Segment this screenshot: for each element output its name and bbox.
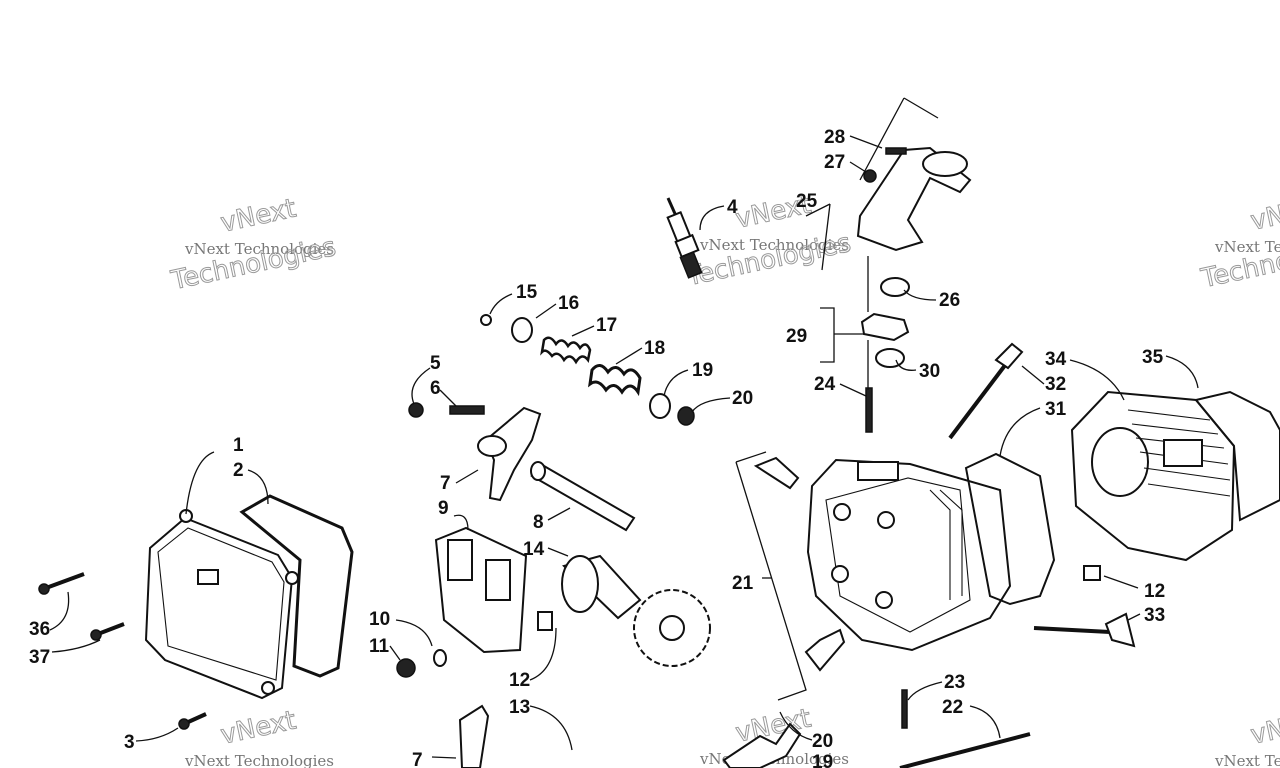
- label-35: 35: [1142, 347, 1164, 368]
- dowel-12-right-part: [1083, 565, 1101, 581]
- label-29: 29: [786, 326, 807, 347]
- label-16: 16: [558, 293, 579, 314]
- watermark-logo-text: vNext: [1248, 706, 1280, 751]
- seal-20-part: [677, 406, 695, 426]
- watermark-text: vNext Technologies: [184, 240, 334, 258]
- label-25: 25: [796, 191, 818, 212]
- nut-11-part: [396, 658, 416, 678]
- watermark-text: vNext Technologies: [184, 752, 334, 768]
- watermark-logo-text: vNext: [218, 194, 299, 239]
- camshaft-holder-9-part: [434, 526, 528, 654]
- intake-pipe-25-part: [856, 146, 972, 252]
- cover-gasket-part: [239, 494, 354, 678]
- part-labels: 1 2 3 4 5 6 7 8 9 10 11 12 12 13 14 15 1…: [29, 127, 1165, 768]
- watermark-6: vNext vNext Technologies: [1214, 705, 1280, 768]
- valve-cover-part: [144, 509, 299, 700]
- washer-10-part: [433, 649, 447, 667]
- watermark-3: vNext vNext Technologies Technologies: [1197, 191, 1280, 295]
- label-5: 5: [430, 353, 441, 374]
- nut-5-part: [408, 402, 424, 418]
- label-10: 10: [369, 609, 390, 630]
- bolt-36-part: [38, 572, 85, 595]
- label-7: 7: [440, 473, 451, 494]
- label-27: 27: [824, 152, 845, 173]
- rocker-arm-7-lower-part: [458, 704, 490, 768]
- stud-24-part: [865, 387, 873, 433]
- label-14: 14: [523, 539, 545, 560]
- bolt-37-part: [90, 622, 125, 641]
- label-36: 36: [29, 619, 50, 640]
- insulator-29-part: [860, 312, 910, 342]
- cylinder-head-21-part: [753, 456, 1012, 672]
- watermark-text: vNext Technologies: [699, 236, 849, 254]
- valve-33-part: [1033, 612, 1136, 648]
- cotter-15-part: [480, 314, 492, 326]
- adjuster-screw-6-part: [449, 405, 485, 415]
- o-ring-26-part: [880, 277, 910, 297]
- base-gasket-35-part: [1194, 390, 1280, 522]
- label-24: 24: [814, 374, 836, 395]
- label-15: 15: [516, 282, 538, 303]
- rocker-arm-7-part: [477, 406, 542, 502]
- label-19-lower: 19: [812, 752, 833, 768]
- retainer-16-part: [511, 317, 533, 343]
- label-13: 13: [509, 697, 530, 718]
- label-33: 33: [1144, 605, 1165, 626]
- label-22: 22: [942, 697, 963, 718]
- label-1: 1: [233, 435, 244, 456]
- cylinder-34-part: [1070, 390, 1236, 562]
- label-12-left: 12: [509, 670, 530, 691]
- watermark-text: vNext Technologies: [1214, 238, 1280, 256]
- label-8: 8: [533, 512, 544, 533]
- head-gasket-31-part: [964, 452, 1056, 606]
- label-28: 28: [824, 127, 845, 148]
- stud-22-part: [899, 732, 1031, 768]
- valve-32-part: [948, 342, 1024, 440]
- label-37: 37: [29, 647, 50, 668]
- seat-19-part: [649, 393, 671, 419]
- label-4: 4: [727, 197, 738, 218]
- watermark-1: vNext vNext Technologies Technologies: [167, 193, 339, 297]
- bolt-3-part: [178, 712, 207, 730]
- camshaft-sprocket-14-part: [561, 554, 711, 667]
- label-32: 32: [1045, 374, 1066, 395]
- label-18: 18: [644, 338, 665, 359]
- label-3: 3: [124, 732, 135, 753]
- spring-17-part: [540, 336, 592, 365]
- watermark-logo-text: vNext: [218, 706, 299, 751]
- rocker-shaft-8-part: [530, 461, 636, 532]
- label-12-right: 12: [1144, 581, 1165, 602]
- label-34: 34: [1045, 349, 1067, 370]
- label-23: 23: [944, 672, 965, 693]
- label-19: 19: [692, 360, 713, 381]
- dowel-12-left-part: [537, 611, 553, 631]
- watermark-text: vNext Technologies: [1214, 752, 1280, 768]
- o-ring-30-part: [875, 348, 905, 368]
- label-9: 9: [438, 498, 449, 519]
- label-30: 30: [919, 361, 940, 382]
- label-26: 26: [939, 290, 960, 311]
- stud-23-part: [901, 689, 908, 729]
- label-31: 31: [1045, 399, 1067, 420]
- lower-parts-19-20: [722, 722, 802, 768]
- watermark-4: vNext vNext Technologies: [184, 705, 334, 768]
- label-20: 20: [732, 388, 753, 409]
- leader-lines: [49, 97, 1199, 759]
- label-17: 17: [596, 315, 617, 336]
- watermark-logo-text: vNext: [1248, 192, 1280, 237]
- stud-28-part: [885, 147, 907, 155]
- label-6: 6: [430, 378, 441, 399]
- label-20-lower: 20: [812, 731, 833, 752]
- label-7-lower: 7: [412, 750, 423, 768]
- spark-plug-part: [666, 197, 703, 279]
- spring-18-part: [588, 364, 642, 397]
- label-21: 21: [732, 573, 754, 594]
- nut-27-part: [863, 169, 877, 183]
- label-2: 2: [233, 460, 244, 481]
- label-11: 11: [369, 636, 390, 657]
